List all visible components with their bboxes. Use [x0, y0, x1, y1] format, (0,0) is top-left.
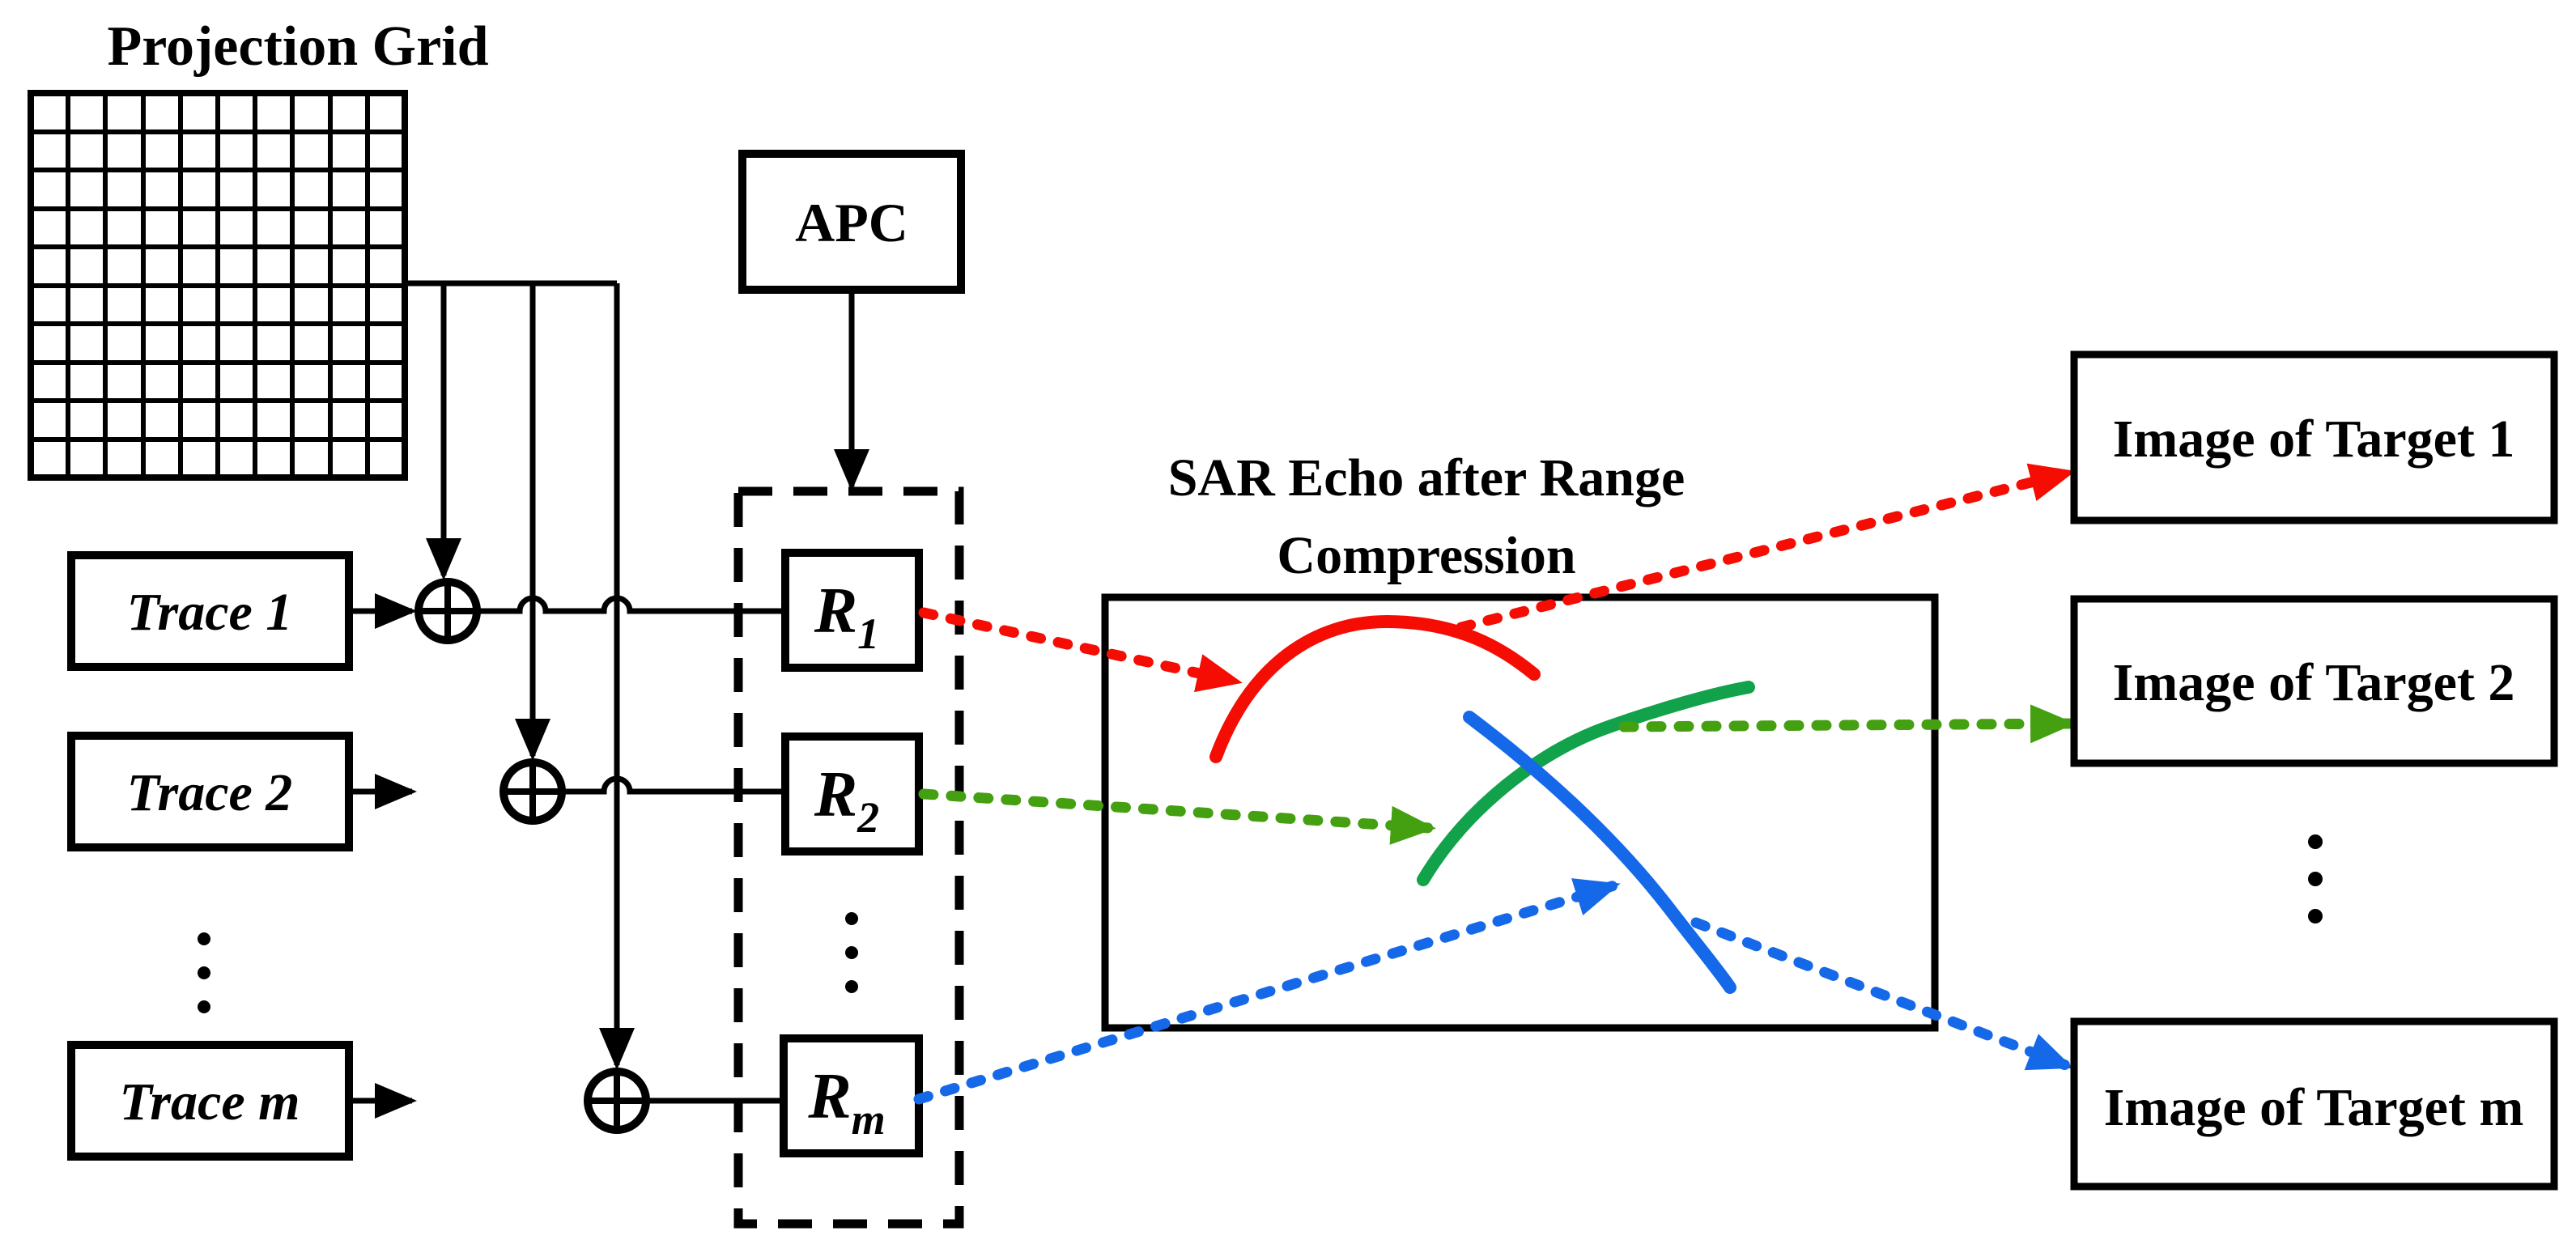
trace-column: Trace 1 Trace 2 Trace m	[67, 551, 417, 1161]
range-curve-blue	[1463, 711, 1736, 994]
apc-label: APC	[795, 192, 908, 253]
target-box-m	[2070, 1017, 2558, 1191]
range-curve-red	[1209, 614, 1541, 763]
register-label-1: R1	[814, 575, 879, 658]
target-label-1: Image of Target 1	[2113, 410, 2515, 469]
sar-echo-section: SAR Echo after Range Compression	[1101, 448, 1939, 1032]
dotted-arrow-blue-to-echo	[913, 878, 1621, 1105]
sum-junction-m	[584, 1068, 650, 1134]
sar-title-line1: SAR Echo after Range	[1168, 448, 1685, 507]
register-dashed-box	[733, 486, 964, 1229]
sar-title-line2: Compression	[1277, 526, 1575, 585]
dotted-arrows	[913, 463, 2076, 1105]
target-ellipsis	[2308, 834, 2323, 923]
trace-label-1: Trace 1	[127, 583, 293, 642]
trace-label-m: Trace m	[120, 1072, 300, 1131]
register-label-m: Rm	[807, 1061, 885, 1144]
register-box-1	[781, 549, 923, 672]
sar-echo-box	[1101, 593, 1939, 1032]
sum-junction-1	[414, 578, 481, 644]
trace-ellipsis	[198, 932, 210, 1013]
projection-grid	[28, 91, 407, 480]
projection-grid-title: Projection Grid	[107, 15, 488, 78]
trace-box-2	[67, 732, 353, 851]
grid-bus	[405, 280, 635, 1070]
register-ellipsis	[845, 912, 858, 993]
row-line-1	[477, 595, 785, 614]
range-curve-green	[1417, 681, 1755, 886]
target-box-1	[2070, 350, 2558, 524]
target-label-m: Image of Target m	[2104, 1078, 2524, 1137]
projection-grid-section: Projection Grid	[28, 15, 489, 481]
register-box-m	[780, 1034, 923, 1157]
dotted-arrow-green-to-echo	[918, 788, 1436, 845]
dotted-arrow-red-to-image	[1456, 463, 2076, 633]
register-column: R1 R2 Rm	[733, 486, 964, 1229]
row-line-2	[562, 775, 785, 795]
trace-box-1	[67, 551, 353, 671]
dotted-arrow-blue-to-image	[1690, 917, 2074, 1072]
target-column: Image of Target 1 Image of Target 2 Imag…	[2070, 350, 2558, 1191]
target-label-2: Image of Target 2	[2113, 653, 2515, 712]
sum-junction-2	[499, 758, 566, 825]
dotted-arrow-green-to-image	[1618, 704, 2076, 744]
apc-section: APC	[738, 150, 965, 491]
dotted-arrow-red-to-echo	[918, 607, 1243, 693]
register-label-2: R2	[814, 759, 879, 842]
sum-junctions	[414, 578, 785, 1134]
target-box-2	[2070, 595, 2558, 767]
trace-label-2: Trace 2	[127, 763, 293, 822]
